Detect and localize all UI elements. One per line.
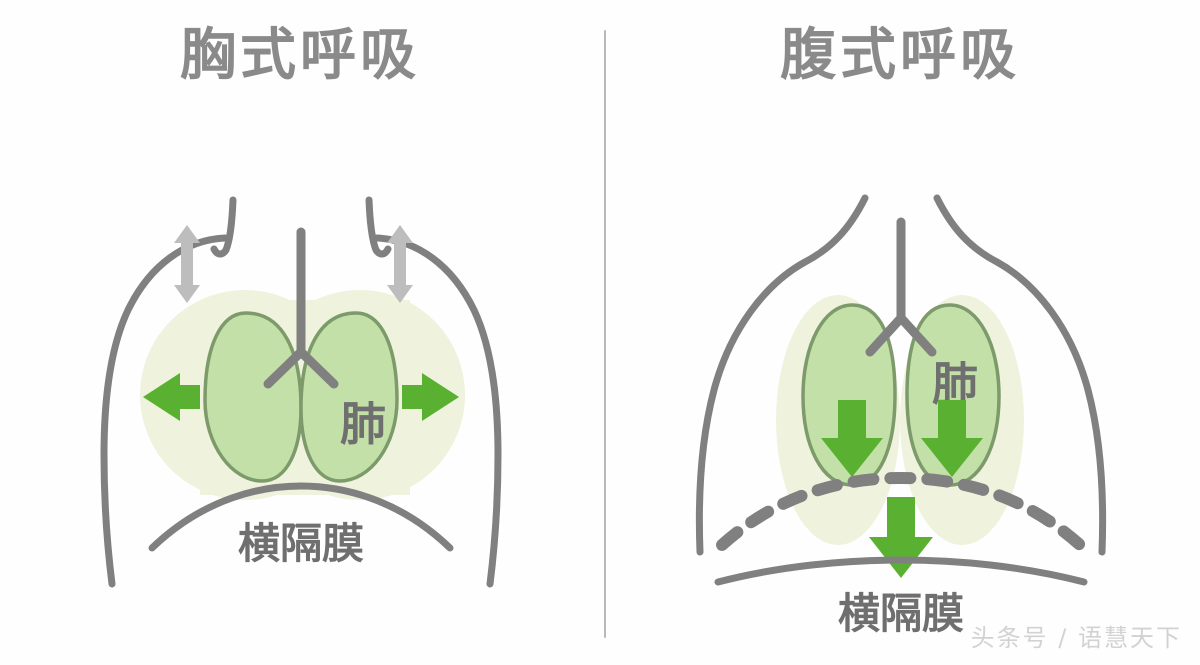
panel-abdominal-breathing: 腹式呼吸 (600, 0, 1200, 665)
diaphragm-label-chest: 横隔膜 (238, 519, 364, 568)
diaphragm-label-abdominal: 横隔膜 (838, 589, 964, 638)
panel-title-chest-breathing: 胸式呼吸 (180, 23, 420, 88)
panel-chest-breathing: 胸式呼吸 (100, 23, 502, 588)
ribcage-lift-right-arrow (387, 225, 413, 303)
lung-expand-left-arrow (143, 373, 200, 421)
lung-descend-left-arrow (821, 400, 883, 477)
diaphragm-line-chest (148, 482, 454, 552)
watermark-attribution: 头条号 / 语慧天下 (970, 624, 1182, 652)
bronchi-overlay (263, 347, 339, 389)
panel-divider (604, 30, 606, 638)
abdominal-breathing-illustration: 肺 横隔膜 (695, 194, 1107, 638)
lung-expand-right-arrow (402, 373, 459, 421)
lung-label-chest: 肺 (340, 397, 386, 451)
diaphragm-descend-arrow (869, 497, 933, 578)
ribcage-lift-left-arrow (174, 225, 200, 303)
lung-left (203, 311, 303, 483)
bronchi-overlay (865, 313, 937, 357)
lung-descend-right-arrow (921, 400, 983, 477)
diaphragm-line-abdominal (714, 556, 1088, 586)
ribcage-outline (695, 194, 1107, 556)
diaphragm-dashed-line (716, 471, 1086, 551)
panel-title-abdominal-breathing: 腹式呼吸 (780, 23, 1020, 88)
chest-breathing-illustration: 肺 横隔膜 (100, 196, 502, 588)
ribcage-outline (100, 196, 502, 588)
